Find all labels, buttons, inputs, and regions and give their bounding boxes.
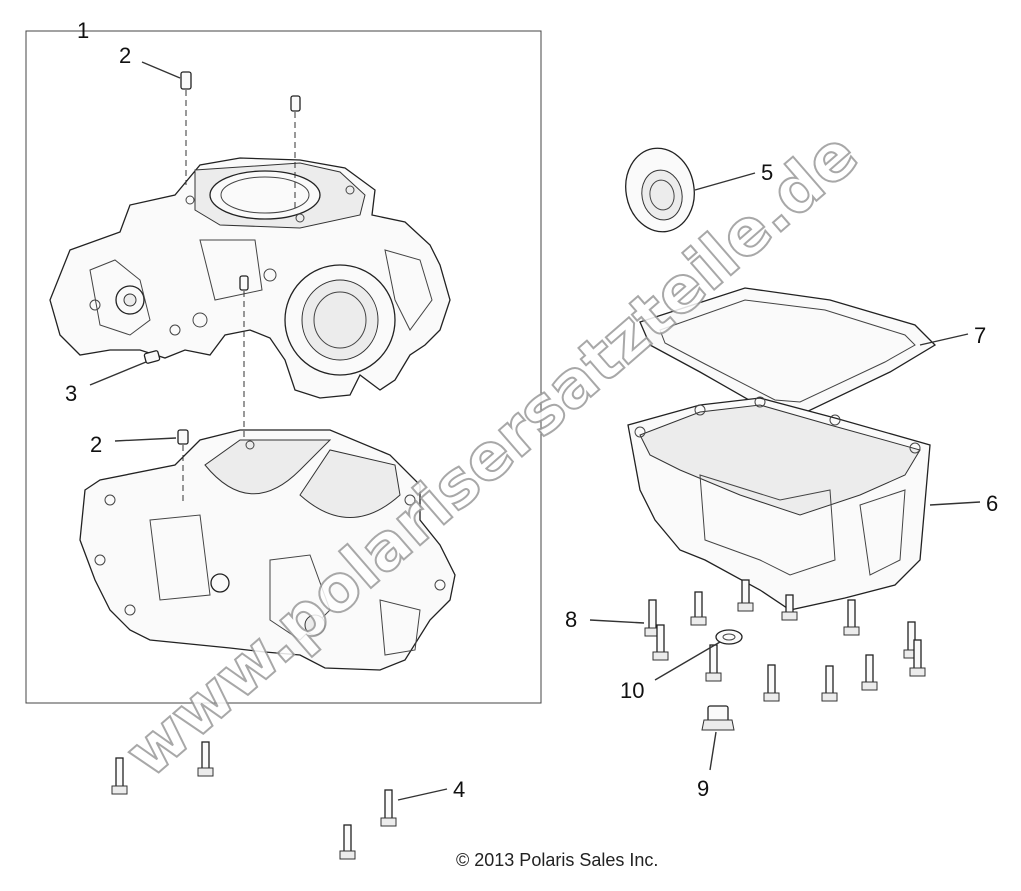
callout-6: 6 — [986, 491, 998, 516]
dowel-pin-lower-right — [239, 275, 249, 440]
dowel-pin-lower-left — [177, 429, 189, 505]
callout-10: 10 — [620, 678, 644, 703]
callout-1: 1 — [77, 18, 89, 43]
oil-pan-bolts — [644, 579, 926, 702]
callout-3: 3 — [65, 381, 77, 406]
oil-pan — [627, 396, 931, 611]
callout-5: 5 — [761, 160, 773, 185]
crankcase-bolts — [111, 741, 397, 860]
assembly-box — [25, 30, 542, 704]
lower-crankcase — [79, 429, 456, 671]
callout-2-lower: 2 — [90, 432, 102, 457]
copyright-notice: © 2013 Polaris Sales Inc. — [456, 850, 658, 870]
upper-crankcase — [49, 157, 451, 399]
dowel-pin-side — [143, 350, 161, 364]
callout-4: 4 — [453, 777, 465, 802]
callout-8: 8 — [565, 607, 577, 632]
callout-2-upper: 2 — [119, 43, 131, 68]
dowel-pin-upper-right — [290, 95, 301, 210]
oil-seal — [625, 147, 695, 233]
leader-lines — [89, 61, 981, 801]
drain-plug — [701, 705, 735, 731]
callout-9: 9 — [697, 776, 709, 801]
dowel-pin-upper-left — [180, 71, 192, 185]
drain-plug-washer — [715, 629, 743, 645]
oil-pan-gasket — [639, 287, 937, 416]
callout-7: 7 — [974, 323, 986, 348]
